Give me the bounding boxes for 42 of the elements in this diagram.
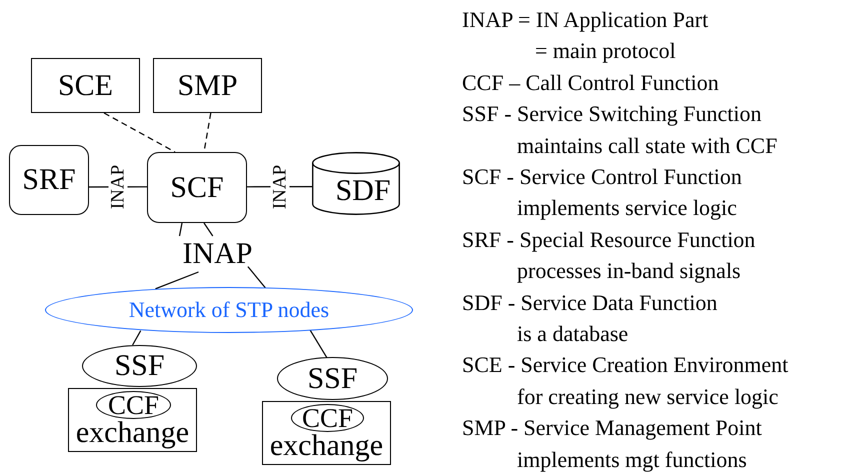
node-label: exchange [76, 418, 190, 448]
legend-note: SCE - Service Creation Environment [462, 351, 790, 380]
legend-note: implements mgt functions [516, 446, 748, 473]
node-label: Network of STP nodes [128, 299, 330, 321]
connector-line [178, 222, 183, 236]
legend-note: CCF – Call Control Function [462, 68, 720, 97]
protocol-label: INAP [170, 236, 265, 272]
node-label: SCE [58, 70, 114, 100]
legend-note: implements service logic [516, 194, 738, 222]
exchange-box [68, 388, 197, 452]
legend-note: SDF - Service Data Function [462, 288, 718, 317]
connector-line [309, 329, 328, 358]
edge-label: INAP [108, 162, 128, 212]
node-label: SMP [177, 70, 238, 100]
connector-line [132, 330, 142, 346]
node-label: SCF [170, 172, 224, 202]
connector-line [204, 222, 214, 236]
legend-note: SSF - Service Switching Function [462, 100, 762, 128]
legend-note: SCF - Service Control Function [462, 163, 743, 192]
connector-line [247, 266, 266, 289]
node-label: SDF [335, 176, 391, 206]
legend-note: INAP = IN Application Part [462, 6, 710, 34]
connector-line [104, 112, 176, 153]
legend-note: for creating new service logic [516, 382, 780, 411]
legend-note: SMP - Service Management Point [462, 414, 763, 442]
legend-note: is a database [516, 320, 630, 348]
function-box [153, 58, 262, 113]
edge-label: INAP [270, 162, 289, 211]
node-label: SSF [307, 364, 358, 394]
legend-note: maintains call state with CCF [516, 132, 778, 160]
function-box [147, 152, 247, 223]
node-label: CCF [108, 392, 160, 418]
exchange-box [262, 401, 391, 465]
function-box [31, 58, 140, 113]
node-label: SRF [22, 165, 76, 195]
node-label: SSF [114, 351, 165, 381]
function-box [9, 145, 89, 215]
legend-note: processes in-band signals [516, 257, 742, 286]
node-label: CCF [302, 404, 354, 432]
legend-note: SRF - Special Resource Function [462, 226, 756, 254]
legend-note: = main protocol [534, 37, 677, 66]
node-label: exchange [270, 431, 384, 461]
